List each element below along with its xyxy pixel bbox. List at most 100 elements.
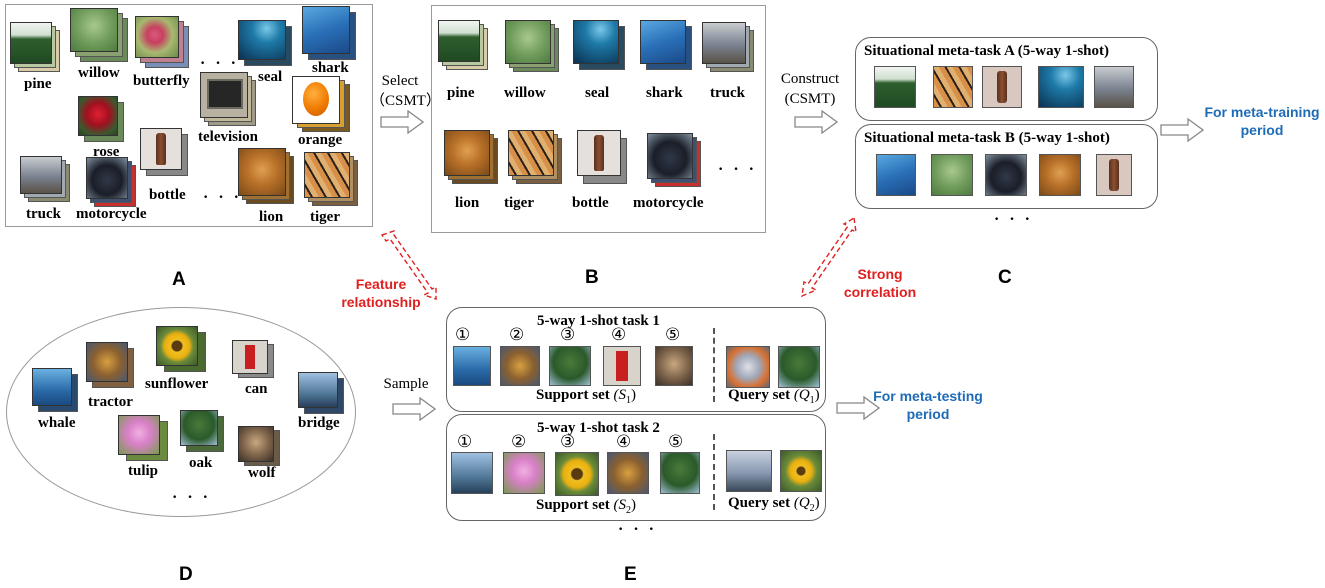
task2-query-set-label: Query set (Q2): [728, 495, 820, 514]
meta-training-arrow: [1160, 118, 1204, 142]
b-seal-image-stack: [573, 20, 627, 72]
butterfly-image-stack: [135, 16, 191, 68]
task2-query-sunflower-image: [780, 450, 822, 492]
meta-task-a-title: Situational meta-task A (5-way 1-shot): [864, 43, 1110, 59]
bottle-image-stack: [140, 128, 190, 178]
meta-task-b-title: Situational meta-task B (5-way 1-shot): [864, 130, 1110, 146]
construct-sub-text: (CSMT): [784, 90, 836, 107]
label-bridge: bridge: [298, 415, 340, 431]
panel-e-letter: E: [624, 564, 637, 585]
panel-c-letter: C: [998, 267, 1012, 288]
label-pine: pine: [24, 76, 52, 92]
meta-testing-arrow: [836, 396, 880, 420]
task1-query-text: Query set: [728, 387, 791, 403]
b-truck-image-stack: [702, 22, 756, 74]
task2-sunflower-image: [555, 452, 599, 496]
task-a-bottle-image: [982, 66, 1022, 108]
task1-query-symbol: (Q: [793, 387, 810, 403]
panel-a-ellipsis-top: · · ·: [200, 55, 240, 72]
panel-c-ellipsis: · · ·: [994, 211, 1034, 228]
task2-title: 5-way 1-shot task 2: [537, 420, 660, 436]
b-label-bottle: bottle: [572, 195, 609, 211]
task1-query-oak-image: [778, 346, 820, 388]
task2-number-2: ②: [511, 432, 527, 452]
label-sunflower: sunflower: [145, 376, 209, 392]
panel-d-letter: D: [179, 564, 193, 585]
oak-image-stack: [180, 410, 226, 452]
b-label-truck: truck: [710, 85, 745, 101]
label-truck: truck: [26, 206, 61, 222]
willow-image-stack: [70, 8, 130, 63]
television-image-stack: [200, 72, 258, 128]
label-seal: seal: [258, 69, 283, 85]
task1-title: 5-way 1-shot task 1: [537, 313, 660, 329]
task-b-lion-image: [1039, 154, 1081, 196]
task2-number-4: ④: [616, 432, 632, 452]
task1-tractor-image: [500, 346, 540, 386]
b-bottle-image-stack: [577, 130, 631, 186]
label-can: can: [245, 381, 268, 397]
label-motorcycle: motorcycle: [76, 206, 147, 222]
task2-support-text: Support set: [536, 497, 610, 513]
b-motorcycle-image-stack: [647, 133, 703, 189]
label-tiger: tiger: [310, 209, 340, 225]
task-b-shark-image: [876, 154, 916, 196]
task1-support-symbol: (S: [613, 387, 627, 403]
b-tiger-image-stack: [508, 130, 564, 186]
b-label-shark: shark: [646, 85, 683, 101]
label-lion: lion: [259, 209, 284, 225]
bridge-image-stack: [298, 372, 346, 414]
task1-whale-image: [453, 346, 491, 386]
label-shark: shark: [312, 60, 349, 76]
b-lion-image-stack: [444, 130, 500, 186]
task1-number-5: ⑤: [665, 325, 681, 345]
task1-number-2: ②: [509, 325, 525, 345]
panel-a-ellipsis-bottom: · · ·: [203, 189, 243, 206]
task-b-bottle-image: [1096, 154, 1132, 196]
tractor-image-stack: [86, 342, 136, 388]
tiger-image-stack: [304, 152, 360, 208]
can-image-stack: [232, 340, 276, 378]
orange-image-stack: [292, 76, 352, 132]
label-butterfly: butterfly: [133, 73, 190, 89]
label-wolf: wolf: [248, 465, 276, 481]
panel-d-ellipse: [6, 307, 356, 517]
rose-image-stack: [78, 96, 126, 142]
task2-query-symbol: (Q: [793, 495, 810, 511]
panel-b-ellipsis: · · ·: [718, 161, 758, 178]
b-label-seal: seal: [585, 85, 610, 101]
task2-number-3: ③: [560, 432, 576, 452]
task2-tractor-image: [607, 452, 649, 494]
b-pine-image-stack: [438, 20, 490, 72]
task2-divider: [713, 434, 715, 510]
construct-arrow: [794, 110, 838, 134]
task1-support-sub: 1: [626, 395, 632, 406]
motorcycle-image-stack: [86, 157, 138, 207]
label-orange: orange: [298, 132, 343, 148]
task2-query-bridge-image: [726, 450, 772, 492]
sample-label: Sample: [383, 376, 429, 392]
label-tractor: tractor: [88, 394, 133, 410]
task-a-seal-image: [1038, 66, 1084, 108]
tulip-image-stack: [118, 415, 170, 461]
strong-correlation-arrow: [801, 216, 857, 298]
panel-b-letter: B: [585, 267, 599, 288]
select-label: Select （CSMT）: [370, 72, 441, 111]
b-shark-image-stack: [640, 20, 694, 72]
whale-image-stack: [32, 368, 80, 412]
label-whale: whale: [38, 415, 76, 431]
b-label-lion: lion: [455, 195, 480, 211]
feature-relationship-arrow: [380, 230, 437, 300]
task-b-motorcycle-image: [985, 154, 1027, 196]
label-willow: willow: [78, 65, 120, 81]
select-arrow: [380, 110, 424, 134]
lion-image-stack: [238, 148, 296, 206]
task2-support-symbol: (S: [613, 497, 627, 513]
task1-number-3: ③: [560, 325, 576, 345]
b-label-pine: pine: [447, 85, 475, 101]
task-b-willow-image: [931, 154, 973, 196]
task-a-truck-image: [1094, 66, 1134, 108]
panel-d-ellipsis: · · ·: [172, 489, 212, 506]
task2-oak-image: [660, 452, 700, 494]
select-text: Select: [381, 73, 419, 89]
